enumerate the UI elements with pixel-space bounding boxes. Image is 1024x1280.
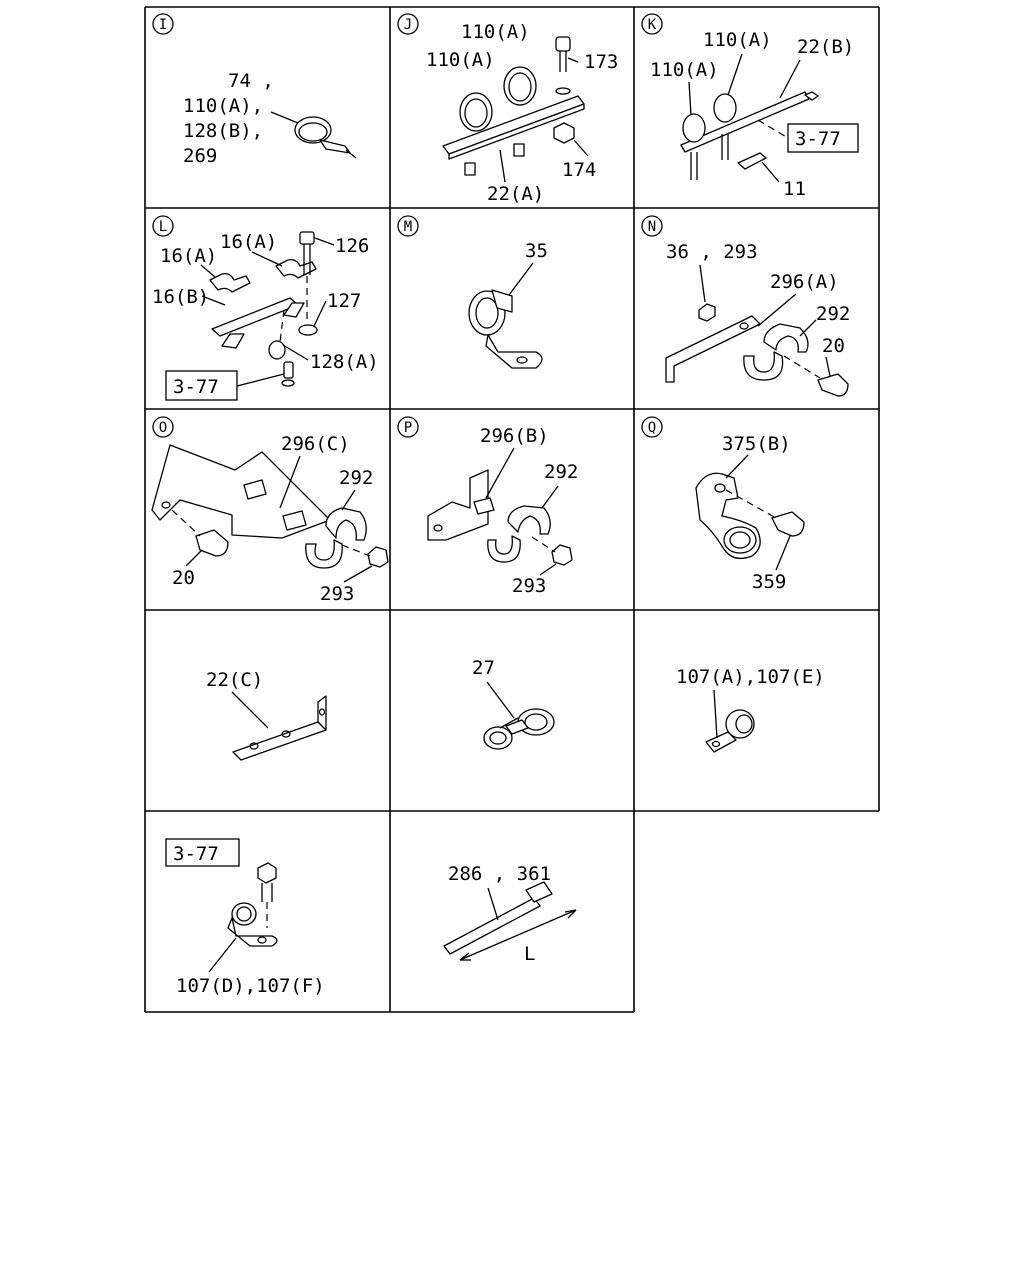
z-bracket-drawing	[427, 447, 573, 576]
cell-letter-circle	[397, 416, 419, 438]
cell-letter: Q	[648, 420, 656, 436]
angle-bracket-drawing	[151, 444, 389, 583]
callout-label: 11	[783, 178, 806, 200]
cell-letter-circle	[152, 215, 174, 237]
cell-bracket-22c: 22(C)	[206, 669, 327, 761]
cell-letter-circle	[397, 215, 419, 237]
strap-bracket-drawing	[665, 264, 849, 397]
callout-label: 128(A)	[310, 351, 379, 373]
cell-k: K 110(A) 110(A) 22(B) 3-77 11	[641, 13, 859, 200]
callout-label: 174	[562, 159, 596, 181]
bolt-clamp-drawing	[208, 862, 278, 973]
cell-p: P 296(B) 292 293	[397, 416, 578, 597]
saddle-bracket-drawing	[200, 231, 335, 387]
cell-o: O 296(C) 292 20 293	[151, 416, 389, 605]
reference-box-label: 3-77	[173, 843, 219, 865]
diagram-grid	[144, 6, 880, 1013]
callout-label: 292	[339, 467, 373, 489]
callout-label: 296(B)	[480, 425, 549, 447]
callout-label: 16(B)	[152, 286, 209, 308]
cable-tie-drawing	[443, 881, 577, 961]
cell-l: L 16(A) 16(A) 126 16(B) 127 128(A) 3-77	[152, 215, 379, 401]
callout-label: 107(D),107(F)	[176, 975, 325, 997]
callout-label: 16(A)	[160, 245, 217, 267]
cell-n: N 36 , 293 296(A) 292 20	[641, 215, 850, 397]
callout-label: 107(A),107(E)	[676, 666, 825, 688]
cell-letter: P	[404, 420, 412, 436]
p-clip-bracket-drawing	[468, 262, 543, 369]
callout-label: 173	[584, 51, 618, 73]
double-clamp-bracket-drawing	[442, 36, 589, 183]
cell-letter: K	[648, 17, 657, 33]
callout-label: 359	[752, 571, 786, 593]
reference-box-label: 3-77	[173, 376, 219, 398]
callout-label: 20	[172, 567, 195, 589]
cell-j: J 110(A) 110(A) 173 174 22(A)	[397, 13, 618, 205]
reference-box	[787, 123, 859, 153]
p-clamp-drawing	[695, 454, 805, 571]
cell-clip-107a: 107(A),107(E)	[676, 666, 825, 753]
callout-label: 20	[822, 335, 845, 357]
callout-label: 110(A),	[183, 95, 263, 117]
callout-label: 296(A)	[770, 271, 839, 293]
cell-m: M 35	[397, 215, 548, 369]
reference-box	[165, 838, 240, 867]
cell-letter-circle	[641, 215, 663, 237]
callout-label: 292	[544, 461, 578, 483]
band-clamp-drawing	[270, 111, 357, 159]
double-clip-drawing	[483, 681, 555, 750]
callout-label: 127	[327, 290, 361, 312]
callout-label: 16(A)	[220, 231, 277, 253]
cushion-clamp-drawing	[705, 689, 755, 753]
dimension-label: L	[524, 943, 535, 965]
callout-label: 22(B)	[797, 36, 854, 58]
cell-clip-27: 27	[472, 657, 555, 750]
callout-label: 22(A)	[487, 183, 544, 205]
callout-label: 286 , 361	[448, 863, 551, 885]
callout-label: 110(A)	[426, 49, 495, 71]
l-bracket-drawing	[231, 691, 327, 761]
cell-letter-circle	[152, 416, 174, 438]
callout-label: 22(C)	[206, 669, 263, 691]
callout-label: 35	[525, 240, 548, 262]
callout-label: 269	[183, 145, 217, 167]
cell-letter: L	[159, 219, 167, 235]
cell-cable-tie: 286 , 361 L	[443, 863, 577, 965]
callout-label: 110(A)	[703, 29, 772, 51]
cell-letter: N	[648, 219, 656, 235]
reference-box-label: 3-77	[795, 128, 841, 150]
callout-label: 74 ,	[228, 70, 274, 92]
cell-letter-circle	[641, 416, 663, 438]
callout-label: 126	[335, 235, 369, 257]
cell-i: I 74 , 110(A), 128(B), 269	[152, 13, 357, 167]
callout-label: 36 , 293	[666, 241, 758, 263]
clip-bracket-drawing	[680, 53, 819, 183]
cell-letter-circle	[641, 13, 663, 35]
cell-letter: M	[404, 219, 412, 235]
cell-clip-107d: 3-77 107(D),107(F)	[165, 838, 325, 997]
callout-label: 293	[512, 575, 546, 597]
cell-letter: J	[404, 17, 412, 33]
callout-label: 27	[472, 657, 495, 679]
callout-label: 110(A)	[461, 21, 530, 43]
callout-label: 128(B),	[183, 120, 263, 142]
cell-letter-circle	[152, 13, 174, 35]
cell-letter: O	[159, 420, 167, 436]
callout-label: 292	[816, 303, 850, 325]
cell-q: Q 375(B) 359	[641, 416, 805, 593]
callout-label: 375(B)	[722, 433, 791, 455]
cell-letter-circle	[397, 13, 419, 35]
callout-label: 110(A)	[650, 59, 719, 81]
cell-letter: I	[159, 17, 167, 33]
callout-label: 296(C)	[281, 433, 350, 455]
callout-label: 293	[320, 583, 354, 605]
